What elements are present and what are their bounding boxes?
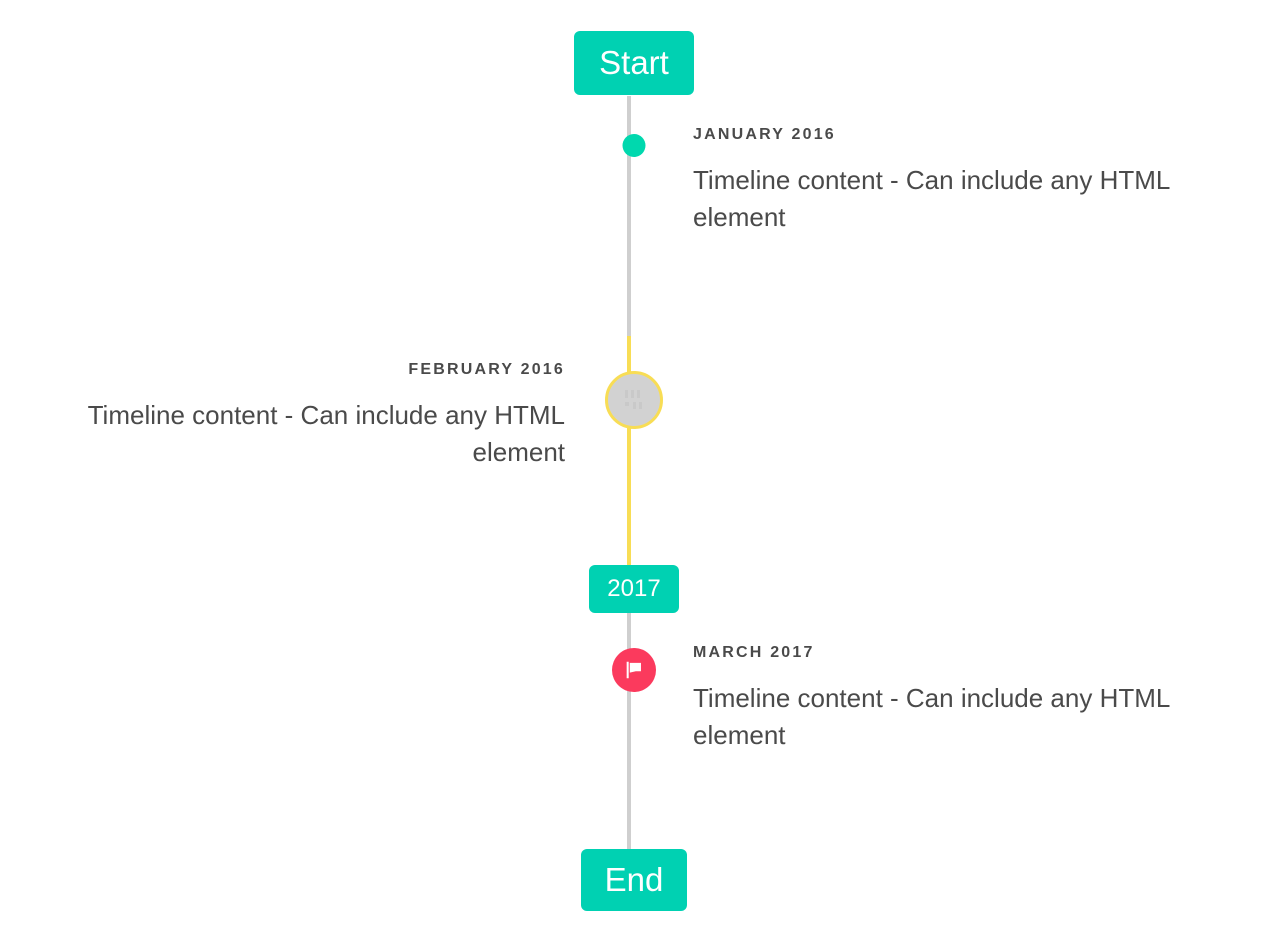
timeline-entry-date: January 2016: [693, 126, 836, 143]
timeline-start-badge[interactable]: Start: [574, 31, 694, 95]
timeline-entry-content: Timeline content - Can include any HTML …: [693, 164, 1170, 233]
timeline-entry-date: March 2017: [693, 644, 815, 661]
dot-icon[interactable]: [622, 134, 646, 157]
timeline-entry-body: March 2017 Timeline content - Can includ…: [693, 644, 1218, 755]
timeline-axis-segment-highlighted: [627, 336, 631, 565]
timeline-year-divider-badge[interactable]: 2017: [589, 565, 679, 613]
timeline-axis-segment-top: [627, 96, 631, 336]
flag-icon[interactable]: [612, 648, 656, 692]
timeline-axis-segment-bottom: [627, 613, 631, 852]
timeline-end-badge[interactable]: End: [581, 849, 687, 911]
timeline-entry-body: January 2016 Timeline content - Can incl…: [693, 126, 1218, 237]
timeline-entry-date: February 2016: [408, 361, 565, 378]
timeline-entry-body: February 2016 Timeline content - Can inc…: [41, 361, 565, 472]
timeline-entry-content: Timeline content - Can include any HTML …: [87, 399, 565, 468]
broken-image-glyph: [623, 390, 645, 410]
broken-image-icon[interactable]: [605, 371, 663, 429]
timeline-entry-content: Timeline content - Can include any HTML …: [693, 682, 1170, 751]
